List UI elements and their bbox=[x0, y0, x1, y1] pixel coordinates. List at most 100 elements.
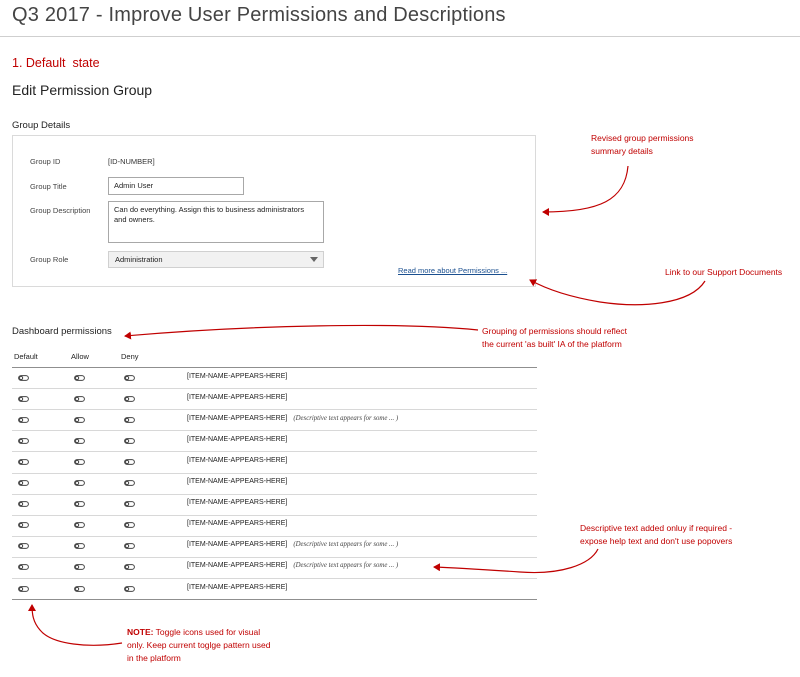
permission-item-name: [ITEM-NAME-APPEARS-HERE] bbox=[187, 584, 287, 591]
toggle-icon[interactable] bbox=[74, 416, 85, 423]
row-divider bbox=[12, 451, 537, 453]
toggle-icon[interactable] bbox=[18, 459, 29, 465]
toggle-icon[interactable] bbox=[124, 459, 135, 465]
toggle-icon[interactable] bbox=[74, 374, 85, 381]
item-description-text: (Descriptive text appears for some ... ) bbox=[293, 541, 399, 549]
group-id-label: Group ID bbox=[30, 157, 61, 166]
toggle-icon[interactable] bbox=[124, 395, 135, 402]
item-name-text: [ITEM-NAME-APPEARS-HERE] bbox=[187, 478, 288, 486]
permission-item-name: [ITEM-NAME-APPEARS-HERE] (Descriptive tex… bbox=[187, 541, 398, 548]
arrow-note bbox=[28, 604, 123, 646]
group-role-select[interactable]: Administration bbox=[108, 251, 324, 268]
toggle-icon[interactable] bbox=[18, 501, 29, 508]
toggle-icon[interactable] bbox=[18, 543, 29, 550]
page-title: Q3 2017 - Improve User Permissions and D… bbox=[12, 4, 506, 26]
column-header-allow: Allow bbox=[71, 352, 89, 361]
toggle-icon[interactable] bbox=[124, 437, 135, 444]
toggle-icon[interactable] bbox=[74, 395, 85, 402]
row-divider bbox=[12, 599, 537, 601]
arrow-support-docs bbox=[529, 279, 706, 306]
annotation-descriptive-text: Descriptive text added onluy if required… bbox=[580, 523, 733, 547]
arrow-grouping bbox=[124, 324, 479, 340]
title-divider bbox=[0, 36, 800, 37]
item-name-text: [ITEM-NAME-APPEARS-HERE] bbox=[187, 562, 288, 570]
item-name-text: [ITEM-NAME-APPEARS-HERE] bbox=[187, 372, 288, 380]
column-header-default: Default bbox=[14, 352, 38, 361]
table-header-divider bbox=[12, 367, 537, 368]
group-role-value: Administration bbox=[115, 255, 163, 264]
permission-item-name: [ITEM-NAME-APPEARS-HERE] bbox=[187, 457, 287, 464]
item-description-text: (Descriptive text appears for some ... ) bbox=[293, 562, 399, 570]
toggle-icon[interactable] bbox=[74, 501, 85, 508]
item-name-text: [ITEM-NAME-APPEARS-HERE] bbox=[187, 456, 288, 464]
toggle-icon[interactable] bbox=[18, 395, 29, 402]
toggle-icon[interactable] bbox=[18, 437, 29, 444]
dashboard-permissions-heading: Dashboard permissions bbox=[12, 326, 112, 337]
item-name-text: [ITEM-NAME-APPEARS-HERE] bbox=[187, 435, 288, 443]
toggle-icon[interactable] bbox=[18, 585, 29, 592]
group-title-input[interactable]: Admin User bbox=[108, 177, 244, 195]
toggle-icon[interactable] bbox=[124, 374, 135, 381]
permission-item-name: [ITEM-NAME-APPEARS-HERE] bbox=[187, 373, 287, 380]
arrow-descriptive bbox=[433, 548, 599, 574]
toggle-icon[interactable] bbox=[18, 564, 29, 571]
toggle-icon[interactable] bbox=[18, 522, 29, 529]
toggle-icon[interactable] bbox=[124, 416, 135, 423]
toggle-icon[interactable] bbox=[74, 522, 85, 529]
group-description-textarea[interactable]: Can do everything. Assign this to busine… bbox=[108, 201, 324, 243]
permission-item-name: [ITEM-NAME-APPEARS-HERE] bbox=[187, 520, 287, 527]
group-details-label: Group Details bbox=[12, 120, 71, 131]
row-divider bbox=[12, 388, 537, 390]
toggle-icon[interactable] bbox=[74, 564, 85, 571]
toggle-icon[interactable] bbox=[124, 522, 135, 529]
edit-permission-group-heading: Edit Permission Group bbox=[12, 82, 153, 98]
toggle-icon[interactable] bbox=[124, 564, 135, 571]
annotation-support-docs: Link to our Support Documents bbox=[665, 267, 783, 277]
row-divider bbox=[12, 430, 537, 432]
toggle-icon[interactable] bbox=[74, 585, 85, 592]
state-label: 1. Default state bbox=[12, 56, 100, 70]
item-name-text: [ITEM-NAME-APPEARS-HERE] bbox=[187, 520, 288, 528]
item-name-text: [ITEM-NAME-APPEARS-HERE] bbox=[187, 414, 288, 422]
toggle-icon[interactable] bbox=[18, 480, 29, 486]
row-divider bbox=[12, 556, 537, 558]
chevron-down-icon bbox=[310, 257, 318, 262]
toggle-icon[interactable] bbox=[124, 585, 135, 592]
group-title-label: Group Title bbox=[30, 182, 67, 191]
item-name-text: [ITEM-NAME-APPEARS-HERE] bbox=[187, 499, 288, 507]
permission-item-name: [ITEM-NAME-APPEARS-HERE] bbox=[187, 394, 287, 401]
row-divider bbox=[12, 535, 537, 537]
toggle-icon[interactable] bbox=[74, 437, 85, 444]
item-name-text: [ITEM-NAME-APPEARS-HERE] bbox=[187, 393, 288, 401]
row-divider bbox=[12, 472, 537, 474]
permission-item-name: [ITEM-NAME-APPEARS-HERE] bbox=[187, 436, 287, 443]
item-name-text: [ITEM-NAME-APPEARS-HERE] bbox=[187, 541, 288, 549]
arrow-summary bbox=[542, 165, 629, 216]
row-divider bbox=[12, 578, 537, 579]
item-name-text: [ITEM-NAME-APPEARS-HERE] bbox=[187, 583, 288, 591]
item-description-text: (Descriptive text appears for some ... ) bbox=[293, 414, 399, 422]
read-more-permissions-link[interactable]: Read more about Permissions ... bbox=[398, 266, 508, 275]
toggle-icon[interactable] bbox=[124, 501, 135, 508]
permission-item-name: [ITEM-NAME-APPEARS-HERE] bbox=[187, 499, 287, 506]
row-divider bbox=[12, 493, 537, 495]
annotation-summary: Revised group permissions summary detail… bbox=[591, 133, 694, 157]
column-header-deny: Deny bbox=[121, 352, 139, 361]
row-divider bbox=[12, 514, 537, 516]
group-description-label: Group Description bbox=[30, 206, 91, 215]
toggle-icon[interactable] bbox=[74, 480, 85, 486]
toggle-icon[interactable] bbox=[74, 459, 85, 465]
group-id-value: [ID-NUMBER] bbox=[108, 157, 155, 166]
annotation-grouping: Grouping of permissions should reflect t… bbox=[482, 326, 628, 350]
permission-item-name: [ITEM-NAME-APPEARS-HERE] (Descriptive tex… bbox=[187, 562, 398, 569]
permission-item-name: [ITEM-NAME-APPEARS-HERE] bbox=[187, 478, 287, 485]
toggle-icon[interactable] bbox=[124, 480, 135, 486]
toggle-icon[interactable] bbox=[124, 543, 135, 550]
toggle-icon[interactable] bbox=[18, 374, 29, 381]
permission-item-name: [ITEM-NAME-APPEARS-HERE] (Descriptive tex… bbox=[187, 415, 398, 422]
group-role-label: Group Role bbox=[30, 255, 69, 264]
toggle-icon[interactable] bbox=[18, 416, 29, 423]
toggle-icon[interactable] bbox=[74, 543, 85, 550]
group-details-panel bbox=[12, 135, 536, 287]
